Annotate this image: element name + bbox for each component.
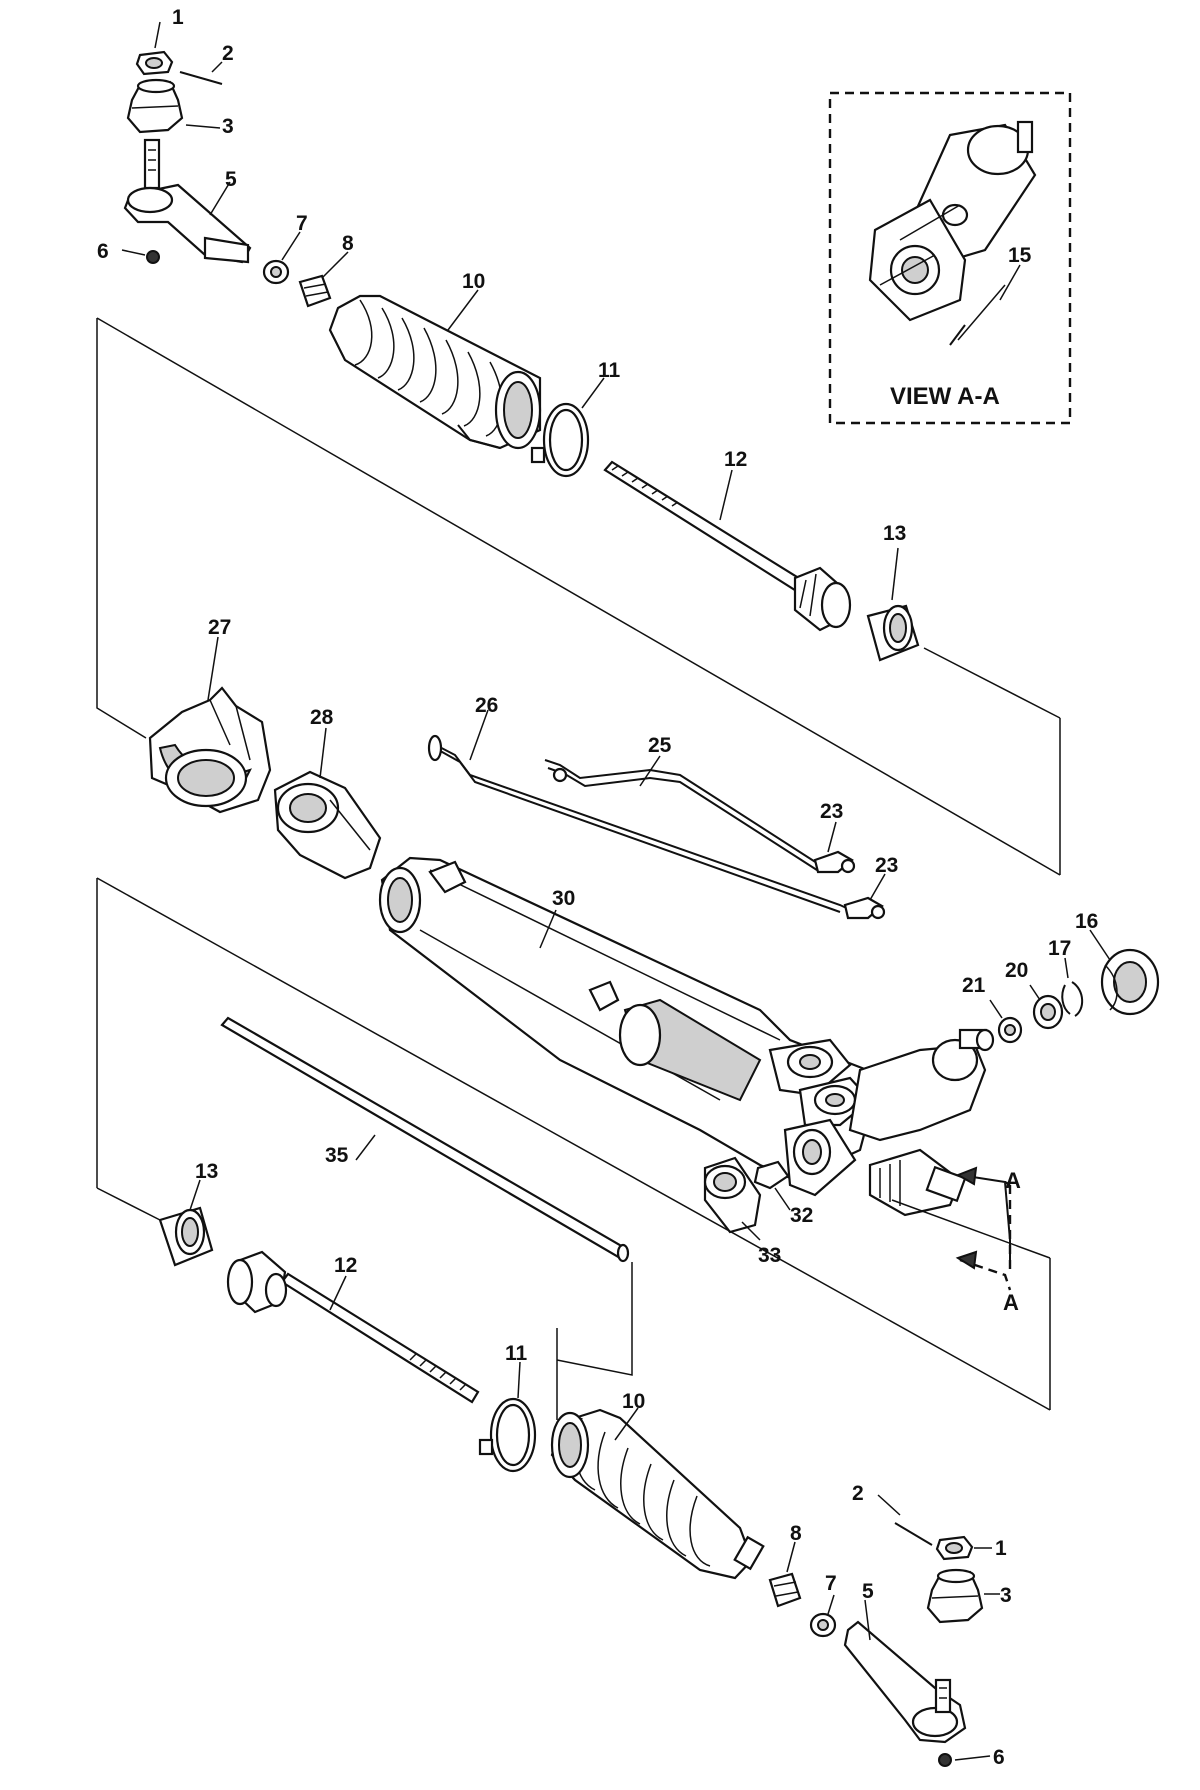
callout-8-bottom: 8 xyxy=(790,1522,802,1545)
nut-bottom xyxy=(935,1535,974,1561)
bellows-boot-bottom xyxy=(550,1408,765,1580)
outer-tie-rod-end-top xyxy=(123,138,252,264)
section-mark-a-bottom: A xyxy=(1003,1290,1019,1315)
callout-5-bottom: 5 xyxy=(862,1580,874,1603)
callout-11-bottom: 11 xyxy=(505,1342,528,1365)
callout-20: 20 xyxy=(1005,959,1028,982)
callout-3-top: 3 xyxy=(222,115,234,138)
bellows-boot-top xyxy=(328,294,542,450)
valve-fitting xyxy=(753,1160,790,1190)
callout-28: 28 xyxy=(310,706,334,729)
lock-nut-bottom xyxy=(938,1753,952,1767)
callout-27: 27 xyxy=(208,616,231,639)
fitting-lower xyxy=(843,896,886,920)
callout-25: 25 xyxy=(648,734,672,757)
callout-6-top: 6 xyxy=(97,240,109,263)
callout-12-bottom: 12 xyxy=(334,1254,357,1277)
callout-32: 32 xyxy=(790,1204,813,1227)
fluid-line-right xyxy=(544,759,821,873)
callout-1-top: 1 xyxy=(172,6,184,29)
callout-12-top: 12 xyxy=(724,448,747,471)
callout-17: 17 xyxy=(1048,937,1071,960)
callout-13-top: 13 xyxy=(883,522,906,545)
fitting-upper xyxy=(813,850,856,874)
callout-15: 15 xyxy=(1008,244,1032,267)
boot-clamp-small-bottom xyxy=(768,1572,802,1608)
mounting-bracket xyxy=(148,686,272,814)
callout-10-bottom: 10 xyxy=(622,1390,645,1413)
callout-23-upper: 23 xyxy=(820,800,843,823)
nut-top xyxy=(135,50,174,76)
callout-8-top: 8 xyxy=(342,232,354,255)
callout-23-lower: 23 xyxy=(875,854,898,877)
rack-bushing-top xyxy=(866,604,920,662)
callout-30: 30 xyxy=(552,887,575,910)
view-a-a-valve-housing xyxy=(868,120,1037,322)
section-mark-a-top: A xyxy=(1005,1168,1021,1193)
jam-nut-bottom xyxy=(809,1612,837,1638)
callout-13-bottom: 13 xyxy=(195,1160,218,1183)
outer-tie-rod-end-bottom xyxy=(843,1620,967,1744)
jam-nut-top xyxy=(262,259,290,285)
callout-6-bottom: 6 xyxy=(993,1746,1005,1769)
boot-clamp-large-bottom xyxy=(478,1397,537,1473)
section-arrow-a-top xyxy=(955,1166,1012,1270)
dust-seal-top xyxy=(126,78,184,134)
callout-2-bottom: 2 xyxy=(852,1482,864,1505)
bulkhead-seal xyxy=(703,1156,762,1234)
view-a-a-frame xyxy=(828,91,1072,425)
callout-5-top: 5 xyxy=(225,168,237,191)
top-tie-rod-end-group: 1 2 3 5 6 7 xyxy=(97,6,354,308)
insulator-grommet xyxy=(273,770,382,880)
callout-35: 35 xyxy=(325,1144,349,1167)
seal-washer xyxy=(1032,994,1064,1030)
boundary-line-upper xyxy=(96,318,147,739)
inner-tie-rod-bottom xyxy=(226,1250,480,1404)
callout-33: 33 xyxy=(758,1244,781,1267)
callout-7-top: 7 xyxy=(296,212,308,235)
pinion-nut xyxy=(997,1016,1023,1044)
dust-seal-bottom xyxy=(926,1568,984,1624)
lock-nut-top xyxy=(146,250,160,264)
callout-2-top: 2 xyxy=(222,42,234,65)
callout-7-bottom: 7 xyxy=(825,1572,837,1595)
cotter-pin-bottom xyxy=(894,1522,933,1546)
callout-16: 16 xyxy=(1075,910,1098,933)
rack-bushing-bottom xyxy=(158,1206,214,1267)
inner-tie-rod-top xyxy=(603,460,852,632)
section-arrow-a-bottom xyxy=(955,1250,1012,1291)
callout-3-bottom: 3 xyxy=(1000,1584,1012,1607)
retaining-ring xyxy=(1061,981,1084,1017)
view-a-a-label: VIEW A-A xyxy=(890,383,1000,410)
rack-housing xyxy=(378,856,995,1217)
view-a-a-inset: 15 VIEW A-A xyxy=(828,91,1072,425)
boot-clamp-large-top xyxy=(530,402,590,478)
callout-leader-15 xyxy=(999,264,1021,301)
callout-26: 26 xyxy=(475,694,498,717)
rack-shaft xyxy=(220,1016,630,1263)
callout-10-top: 10 xyxy=(462,270,485,293)
boot-clamp-small-top xyxy=(298,274,332,308)
callout-11-top: 11 xyxy=(598,359,621,382)
cotter-pin-top xyxy=(179,71,223,85)
callout-1-bottom: 1 xyxy=(995,1537,1007,1560)
pinion-seal xyxy=(1100,948,1160,1016)
callout-21: 21 xyxy=(962,974,986,997)
